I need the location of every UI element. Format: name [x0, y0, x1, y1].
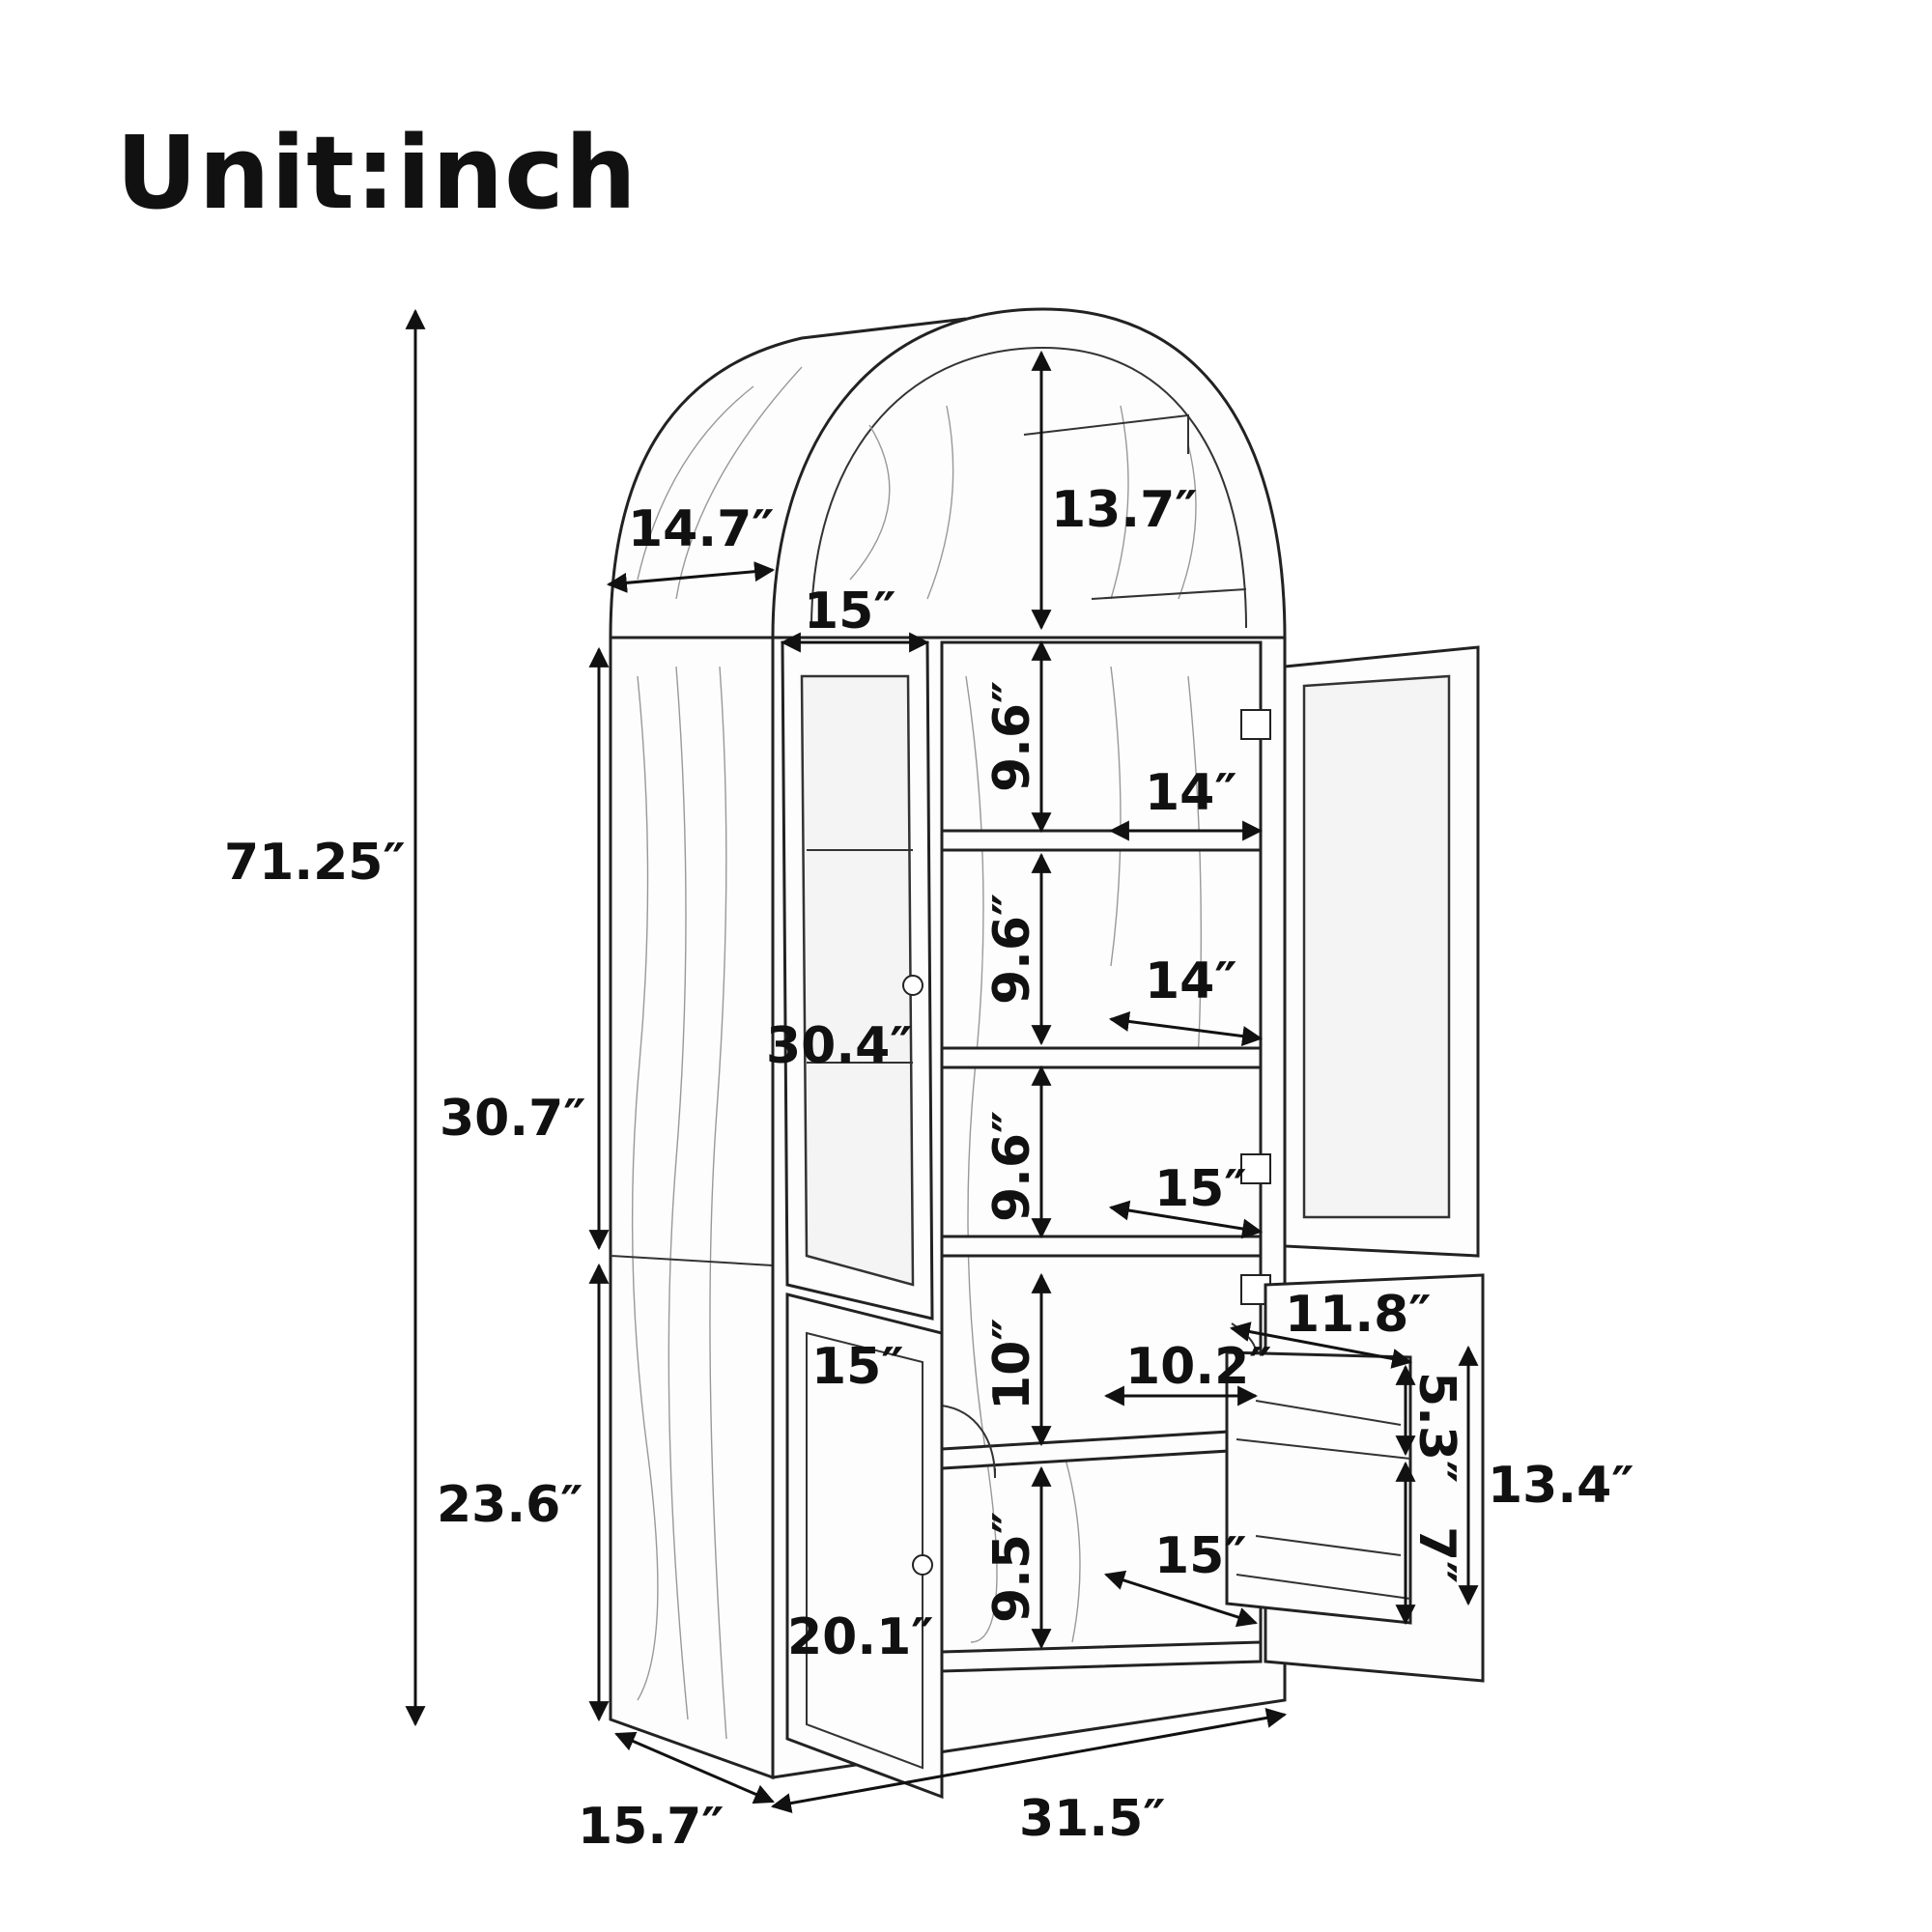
shelf3-height-label: 9.6″ — [983, 1111, 1041, 1222]
depth-label: 15.7″ — [578, 1798, 724, 1856]
arch-height-label: 13.7″ — [1051, 481, 1198, 539]
shelf2-depth-line — [1108, 1011, 1264, 1046]
depth-line — [614, 1731, 775, 1804]
upper-shelf-1 — [940, 829, 1263, 852]
lower-arch-cutout — [941, 1405, 996, 1479]
shelf2-height-label: 9.6″ — [983, 894, 1041, 1005]
width-label: 31.5″ — [1019, 1790, 1166, 1848]
rack-bar-1 — [1255, 1400, 1402, 1426]
upper-door-height-label: 30.4″ — [766, 1017, 913, 1075]
upper-shelf-2 — [940, 1046, 1263, 1069]
dimension-lines — [405, 308, 1479, 1814]
side-joint-line — [610, 1255, 774, 1266]
lower-shelf2-depth-label: 15″ — [1154, 1527, 1247, 1585]
lower-shelf2-depth-line — [1104, 1570, 1258, 1628]
shelf1-height-label: 9.6″ — [983, 681, 1041, 792]
rack-bottom-height-label: 7″ — [1407, 1526, 1465, 1583]
arch-inner-shelf — [1023, 413, 1189, 454]
upper-left-door-knob — [902, 975, 923, 996]
rack-width-label: 11.8″ — [1285, 1286, 1432, 1344]
upper-door-width-label: 15″ — [804, 582, 896, 640]
arch-width-line — [606, 561, 776, 593]
lower-door-height-label: 20.1″ — [787, 1608, 934, 1666]
rack-top-height-label: 5.3″ — [1407, 1372, 1465, 1483]
cabinet-interior — [940, 640, 1263, 1659]
lower-shelf1-height-label: 10″ — [983, 1318, 1041, 1410]
arch-floor — [1091, 588, 1247, 600]
shelf1-depth-label: 14″ — [1145, 764, 1237, 822]
shelf3-depth-line — [1108, 1200, 1264, 1239]
arch-front — [771, 307, 1287, 639]
lower-height-label: 23.6″ — [437, 1476, 583, 1534]
total-height-label: 71.25″ — [224, 834, 406, 892]
cabinet-illustration — [609, 307, 1485, 1800]
upper-left-door-glass — [800, 674, 915, 1287]
lower-door-width-label: 15″ — [811, 1338, 904, 1396]
shelf3-depth-label: 15″ — [1154, 1160, 1247, 1218]
upper-right-door-glass — [1302, 674, 1451, 1219]
shelf2-depth-label: 14″ — [1145, 952, 1237, 1010]
hinge-icon — [1240, 709, 1271, 1305]
unit-title: Unit:inch — [116, 114, 638, 232]
rack-width-line — [1229, 1321, 1413, 1369]
rack-bar-2 — [1255, 1535, 1402, 1556]
rack-total-height-label: 13.4″ — [1488, 1457, 1634, 1515]
lower-left-door-knob — [912, 1554, 933, 1576]
width-line — [770, 1707, 1288, 1814]
arch-inner-opening — [810, 346, 1247, 629]
arch-width-label: 14.7″ — [628, 500, 775, 558]
upper-height-label: 30.7″ — [440, 1090, 586, 1148]
cabinet-side-panel — [609, 636, 775, 1780]
lower-shelf1-depth-label: 10.2″ — [1125, 1338, 1272, 1396]
upper-shelf-3 — [940, 1235, 1263, 1258]
lower-shelf2-height-label: 9.5″ — [983, 1512, 1041, 1623]
